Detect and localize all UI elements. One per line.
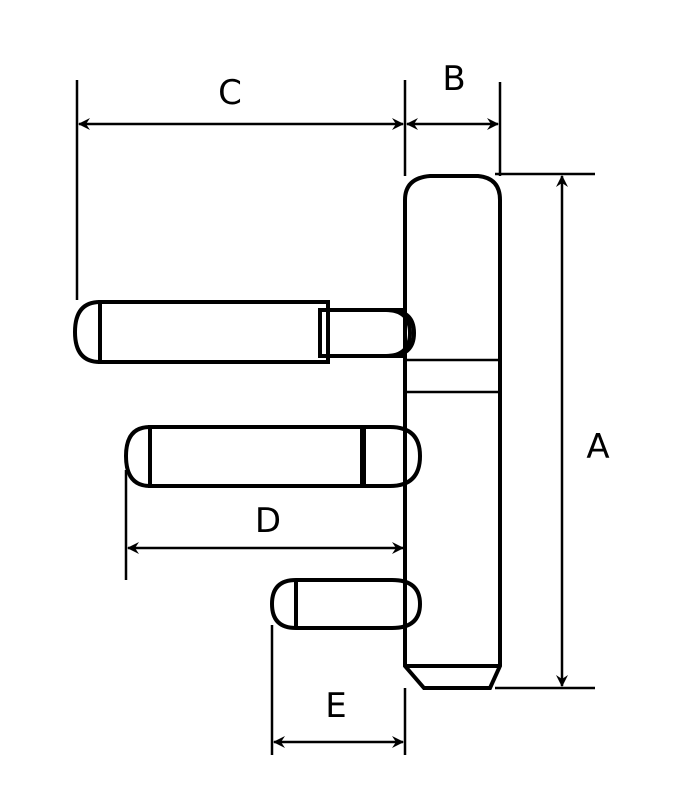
bottom-pin-body <box>269 578 423 630</box>
label-d: D <box>255 501 281 541</box>
label-e: E <box>325 686 346 726</box>
dimension-arrows <box>78 118 568 748</box>
bottom-pin <box>269 578 423 630</box>
middle-pin-sleeve <box>148 425 366 488</box>
top-pin <box>72 299 417 365</box>
main-barrel <box>403 174 502 690</box>
middle-pin-tip <box>360 425 423 488</box>
hinge-body <box>403 174 502 690</box>
top-pin-sleeve <box>98 300 330 364</box>
top-pin-shaft <box>318 308 417 358</box>
dimension-labels: C B A D E <box>218 59 610 726</box>
middle-pin-head <box>123 424 152 489</box>
extension-lines <box>75 80 595 755</box>
label-a: A <box>586 427 609 467</box>
label-c: C <box>218 73 242 113</box>
top-pin-head <box>72 299 102 365</box>
label-b: B <box>442 59 465 99</box>
middle-pin <box>123 424 423 489</box>
